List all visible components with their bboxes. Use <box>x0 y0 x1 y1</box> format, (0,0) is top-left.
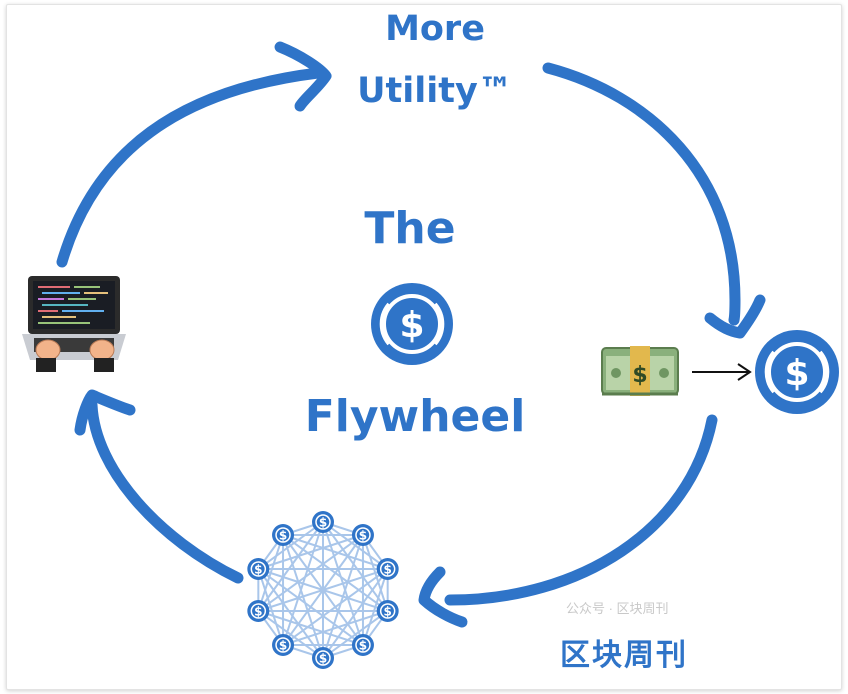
watermark-faint: 公众号 · 区块周刊 <box>566 601 669 616</box>
network-usdc-coin-icon: $ <box>312 647 334 669</box>
network-usdc-coin-icon: $ <box>247 600 270 623</box>
arrow-coin-to-network <box>444 414 718 606</box>
arrowhead-top <box>274 41 332 112</box>
svg-text:$: $ <box>784 353 809 394</box>
network-usdc-coin-icon: $ <box>247 557 270 580</box>
network-link <box>257 568 284 646</box>
center-usdc-coin-icon: $ <box>371 283 453 365</box>
svg-text:$: $ <box>399 305 424 346</box>
hands <box>35 339 115 361</box>
network-link <box>257 568 324 659</box>
svg-text:$: $ <box>319 516 327 530</box>
network-link <box>257 534 284 612</box>
network-usdc-coin-icon: $ <box>272 634 295 657</box>
right-arrow-icon <box>692 363 752 381</box>
network-link <box>258 610 364 646</box>
network-usdc-coin-icon: $ <box>376 557 399 580</box>
network-link <box>257 610 324 659</box>
money-bundle-icon: $ <box>601 346 679 396</box>
network-link <box>322 568 389 659</box>
network-link <box>282 534 389 612</box>
network-usdc-coin-icon: $ <box>272 523 295 546</box>
more-label: More <box>385 9 485 49</box>
svg-text:$: $ <box>359 528 367 542</box>
network-link <box>282 534 364 646</box>
network-usdc-coin-icon: $ <box>351 634 374 657</box>
arrowhead-left <box>74 389 136 436</box>
network-link <box>322 521 389 612</box>
arrow-utility-to-money <box>542 62 741 326</box>
network-link <box>257 521 324 612</box>
the-label: The <box>364 203 456 254</box>
svg-text:$: $ <box>383 605 391 619</box>
network-usdc-coin-icon: $ <box>312 511 334 533</box>
utility-label: Utility™ <box>357 71 513 111</box>
arrowhead-bottom <box>418 566 468 628</box>
network-link <box>258 534 364 570</box>
laptop-coding-icon <box>22 276 126 372</box>
flywheel-label: Flywheel <box>304 391 526 442</box>
network-usdc-coin-icon: $ <box>351 523 374 546</box>
svg-text:$: $ <box>279 639 287 653</box>
network-link <box>257 568 364 646</box>
svg-text:$: $ <box>319 652 327 666</box>
svg-text:$: $ <box>279 528 287 542</box>
arrow-network-to-laptop <box>86 399 244 584</box>
svg-text:$: $ <box>632 363 647 388</box>
watermark-brand: 区块周刊 <box>560 638 688 673</box>
network-link <box>282 534 324 659</box>
svg-text:$: $ <box>359 639 367 653</box>
right-usdc-coin-icon: $ <box>755 330 839 414</box>
svg-text:$: $ <box>254 605 262 619</box>
network-link <box>282 610 388 646</box>
network-link <box>282 534 388 570</box>
svg-text:$: $ <box>254 562 262 576</box>
svg-text:$: $ <box>383 562 391 576</box>
network-usdc-coin-icon: $ <box>376 600 399 623</box>
arrow-laptop-to-utility <box>56 67 324 268</box>
arrowhead-right <box>704 294 766 339</box>
